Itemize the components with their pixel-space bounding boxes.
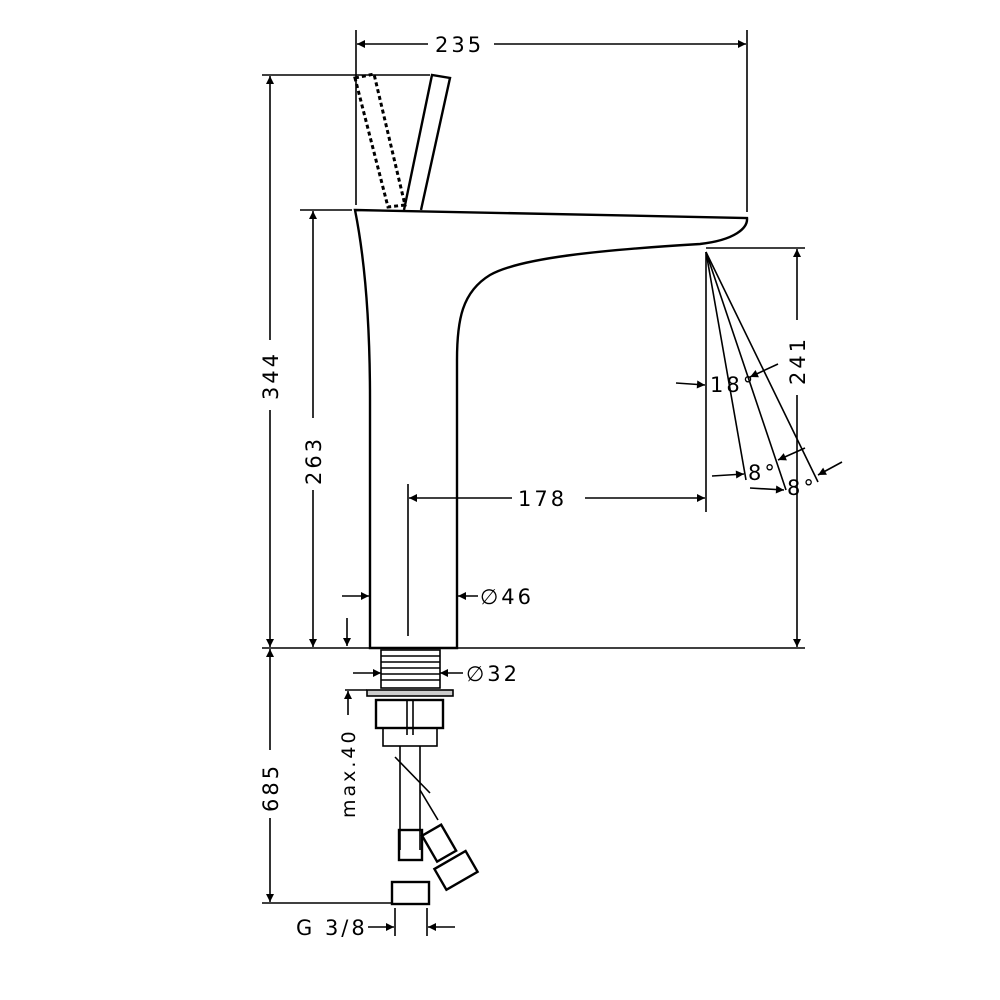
max-40-label: max.40 [338, 728, 360, 818]
spray-angle-lines [705, 251, 819, 491]
angle-8b-label: 8° [787, 476, 817, 500]
dim-241-label: 241 [786, 336, 810, 385]
dimension-178: 178 [409, 487, 705, 511]
dim-32-label: ∅32 [466, 662, 520, 686]
dim-46-label: ∅46 [480, 585, 534, 609]
dim-263-label: 263 [302, 436, 326, 485]
angle-8a-label: 8° [748, 461, 778, 485]
dim-685-label: 685 [259, 763, 283, 812]
dimension-241: 241 [786, 249, 810, 647]
lever-handle [402, 73, 452, 211]
angle-18: 18° [675, 363, 779, 397]
lever-handle-open-position [353, 72, 407, 209]
dimension-263: 263 [302, 211, 326, 647]
dimension-685: 685 [259, 649, 367, 902]
dimension-diameter-46: ∅46 [342, 585, 534, 646]
dim-235-label: 235 [435, 33, 484, 57]
threaded-shank [366, 649, 454, 747]
g38-label: G 3/8 [296, 916, 368, 940]
angle-8-a: 8° [711, 447, 806, 485]
supply-hoses [390, 746, 480, 906]
dimension-diameter-32: ∅32 [353, 662, 520, 686]
angle-8-b: 8° [749, 461, 843, 500]
dimension-max-40: max.40 [338, 691, 360, 818]
faucet-body [353, 208, 749, 650]
dimension-235: 235 [357, 33, 746, 57]
dimension-g38: G 3/8 [296, 908, 455, 940]
angle-18-label: 18° [710, 373, 756, 397]
dimension-344: 344 [259, 76, 283, 647]
dim-178-label: 178 [518, 487, 567, 511]
extension-lines [262, 30, 805, 904]
dim-344-label: 344 [259, 351, 283, 400]
